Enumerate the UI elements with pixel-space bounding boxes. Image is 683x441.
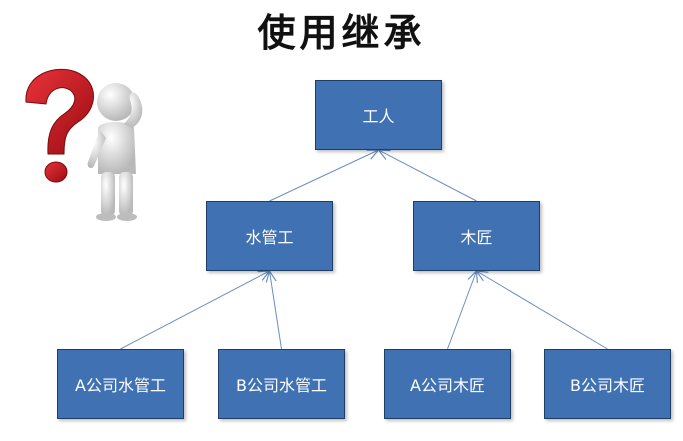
node-worker: 工人 [315, 80, 442, 150]
node-a-carpenter: A公司木匠 [384, 349, 511, 419]
node-b-plumber: B公司水管工 [218, 349, 345, 419]
node-carpenter: 木匠 [413, 201, 540, 271]
edge-b_carpenter-to-carpenter [477, 271, 608, 350]
thinking-person-icon [87, 83, 143, 221]
node-plumber: 水管工 [206, 201, 333, 271]
edge-plumber-to-worker [269, 150, 379, 202]
edge-b_plumber-to-plumber [270, 271, 282, 350]
diagram-title: 使用继承 [257, 10, 426, 55]
edge-a_plumber-to-plumber [120, 271, 270, 350]
node-b-carpenter: B公司木匠 [544, 349, 671, 419]
edge-carpenter-to-worker [379, 150, 477, 202]
node-a-plumber: A公司水管工 [57, 349, 184, 419]
question-mark-icon [25, 68, 94, 183]
edge-a_carpenter-to-carpenter [447, 271, 477, 350]
thinking-figure [25, 68, 143, 221]
